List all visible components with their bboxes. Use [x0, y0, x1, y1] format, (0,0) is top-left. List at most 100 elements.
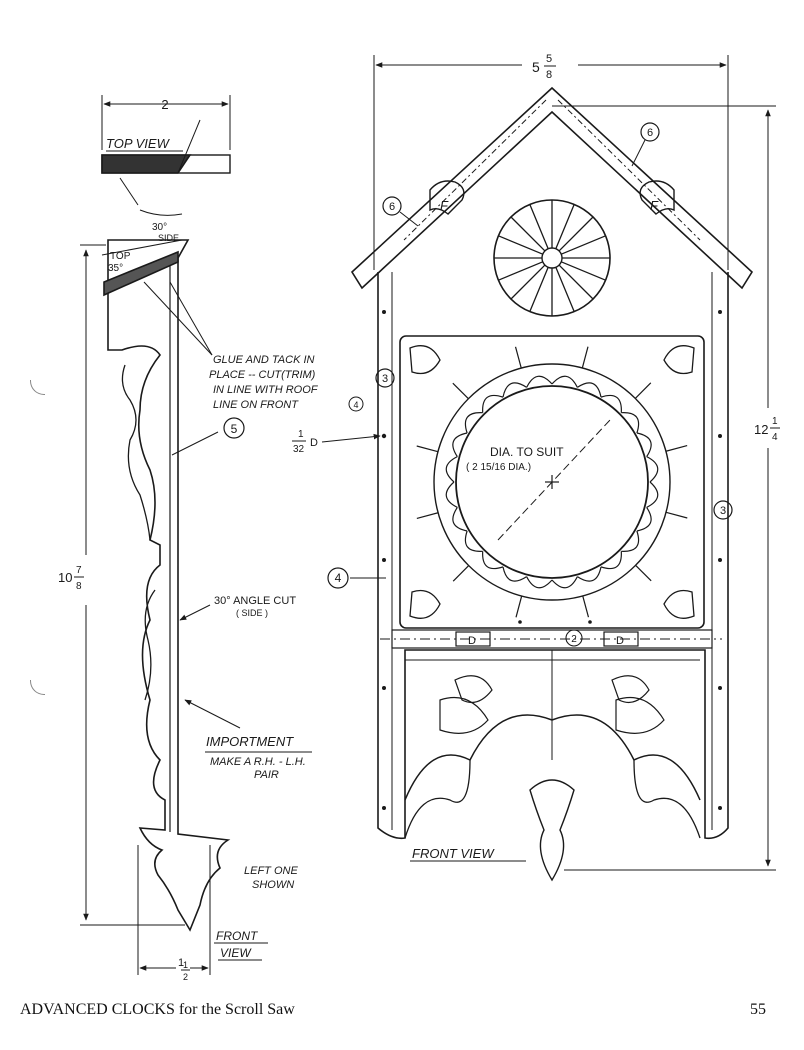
side-height-den: 8 — [76, 581, 82, 592]
fret-spoke — [452, 565, 470, 582]
side-part-number-right: 3 — [720, 505, 726, 517]
book-title-rest: for the Scroll Saw — [174, 1001, 295, 1018]
fret-spoke — [416, 445, 439, 453]
top-view-label: TOP VIEW — [106, 136, 171, 151]
front-height-dimension: 12 1 4 — [754, 416, 780, 443]
fret-spoke — [582, 595, 590, 618]
fret-spoke — [416, 512, 439, 520]
pair-note-line-2: PAIR — [254, 769, 279, 781]
front-part-number: 4 — [335, 571, 342, 585]
rosette-spoke — [560, 261, 606, 281]
hole-num: 1 — [298, 429, 304, 440]
page-footer: ADVANCED CLOCKS for the Scroll Saw 55 — [0, 995, 804, 1035]
pattern-drawing: 2 TOP VIEW 30° SIDE TOP 35° GLUE AND TAC… — [58, 53, 780, 982]
front-view-label: FRONT VIEW — [412, 846, 495, 861]
front-height-num: 1 — [772, 416, 778, 427]
fret-spoke — [514, 346, 522, 369]
top-angle-label: 35° — [108, 263, 123, 274]
fret-arch — [502, 566, 527, 582]
side-part-number: 5 — [231, 422, 238, 436]
side-width-whole: 1 — [178, 957, 184, 969]
fret-arch — [621, 412, 640, 434]
roof-letter-right: F — [650, 198, 659, 213]
front-width-den: 8 — [546, 69, 552, 81]
glue-note: GLUE AND TACK IN PLACE -- CUT(TRIM) IN L… — [209, 354, 319, 411]
hole-letter: D — [310, 437, 318, 449]
roof-part-number-left: 6 — [389, 201, 395, 213]
side-height-num: 7 — [76, 565, 82, 576]
rosette-spoke — [558, 216, 594, 252]
glue-note-line-4: LINE ON FRONT — [213, 399, 299, 411]
front-width-num: 5 — [546, 53, 552, 65]
fret-spoke — [452, 382, 469, 400]
fret-arch — [636, 507, 652, 532]
shelf-part-number: 2 — [571, 634, 577, 645]
fret-spoke — [581, 346, 589, 369]
fret-arch — [482, 394, 504, 413]
rosette-spoke — [558, 264, 594, 300]
front-width-dimension: 5 5 8 — [532, 53, 556, 81]
front-piece-drawing — [321, 55, 776, 882]
side-height-dimension: 10 7 8 — [58, 565, 84, 592]
book-title-caps: ADVANCED CLOCKS — [20, 1001, 175, 1018]
side-width-num: 1 — [183, 960, 188, 970]
book-title: ADVANCED CLOCKS for the Scroll Saw — [20, 1001, 295, 1019]
dial-line-2: ( 2 15/16 DIA.) — [466, 462, 531, 473]
fret-arch — [636, 432, 652, 457]
fret-arch — [452, 507, 468, 532]
side-front-view-line-2: VIEW — [220, 946, 252, 960]
left-shown-line-1: LEFT ONE — [244, 865, 298, 877]
angle-30-side-label: SIDE — [158, 233, 179, 243]
side-piece-drawing — [80, 95, 312, 975]
fret-arch — [621, 530, 640, 552]
rosette-spoke — [510, 264, 546, 300]
glue-note-line-1: GLUE AND TACK IN — [213, 354, 315, 366]
rosette-spoke — [529, 266, 549, 312]
dim-top-width: 2 — [161, 97, 168, 112]
left-shown-line-2: SHOWN — [252, 879, 294, 891]
fret-arch — [577, 382, 602, 398]
shelf-letter-right: D — [616, 635, 624, 647]
rosette-spoke — [529, 204, 549, 250]
rosette-spoke — [560, 235, 606, 255]
page-number: 55 — [750, 1001, 766, 1018]
side-width-dimension: 1 1 2 — [178, 957, 190, 982]
side-part-number-left: 3 — [382, 373, 388, 385]
dial-line-1: DIA. TO SUIT — [490, 445, 564, 459]
fret-spoke — [634, 382, 652, 399]
fret-spoke — [665, 511, 688, 519]
fret-arch — [445, 456, 458, 483]
glue-note-ref: 4 — [353, 400, 358, 410]
fret-arch — [502, 382, 527, 398]
hole-den: 32 — [293, 444, 305, 455]
fret-arch — [600, 551, 622, 570]
fret-arch — [526, 576, 553, 589]
side-front-view-line-1: FRONT — [216, 929, 259, 943]
fret-arch — [445, 481, 458, 508]
glue-note-line-2: PLACE -- CUT(TRIM) — [209, 369, 316, 381]
front-height-den: 4 — [772, 432, 778, 443]
shelf-letter-left: D — [468, 635, 476, 647]
important-label: IMPORTMENT — [206, 734, 294, 749]
fret-arch — [452, 432, 468, 457]
fret-arch — [526, 375, 553, 388]
front-width-whole: 5 — [532, 59, 540, 75]
angle-cut-line-1: 30° ANGLE CUT — [214, 595, 296, 607]
fret-spoke — [665, 444, 688, 452]
fret-arch — [646, 456, 659, 483]
fret-arch — [600, 394, 622, 413]
side-width-den: 2 — [183, 972, 188, 982]
roof-letter-left: F — [440, 198, 449, 213]
rosette-spoke — [498, 261, 544, 281]
fret-arch — [646, 481, 659, 508]
pair-note-line-1: MAKE A R.H. - L.H. — [210, 756, 306, 768]
fret-arch — [464, 412, 483, 434]
rosette-spoke — [498, 235, 544, 255]
fret-spoke — [635, 564, 652, 582]
fret-arch — [551, 576, 578, 589]
rosette-spoke — [555, 266, 575, 312]
fret-arch — [482, 551, 504, 570]
roof-part-number-right: 6 — [647, 127, 653, 139]
fret-arch — [551, 375, 578, 388]
angle-cut-line-2: ( SIDE ) — [236, 608, 268, 618]
